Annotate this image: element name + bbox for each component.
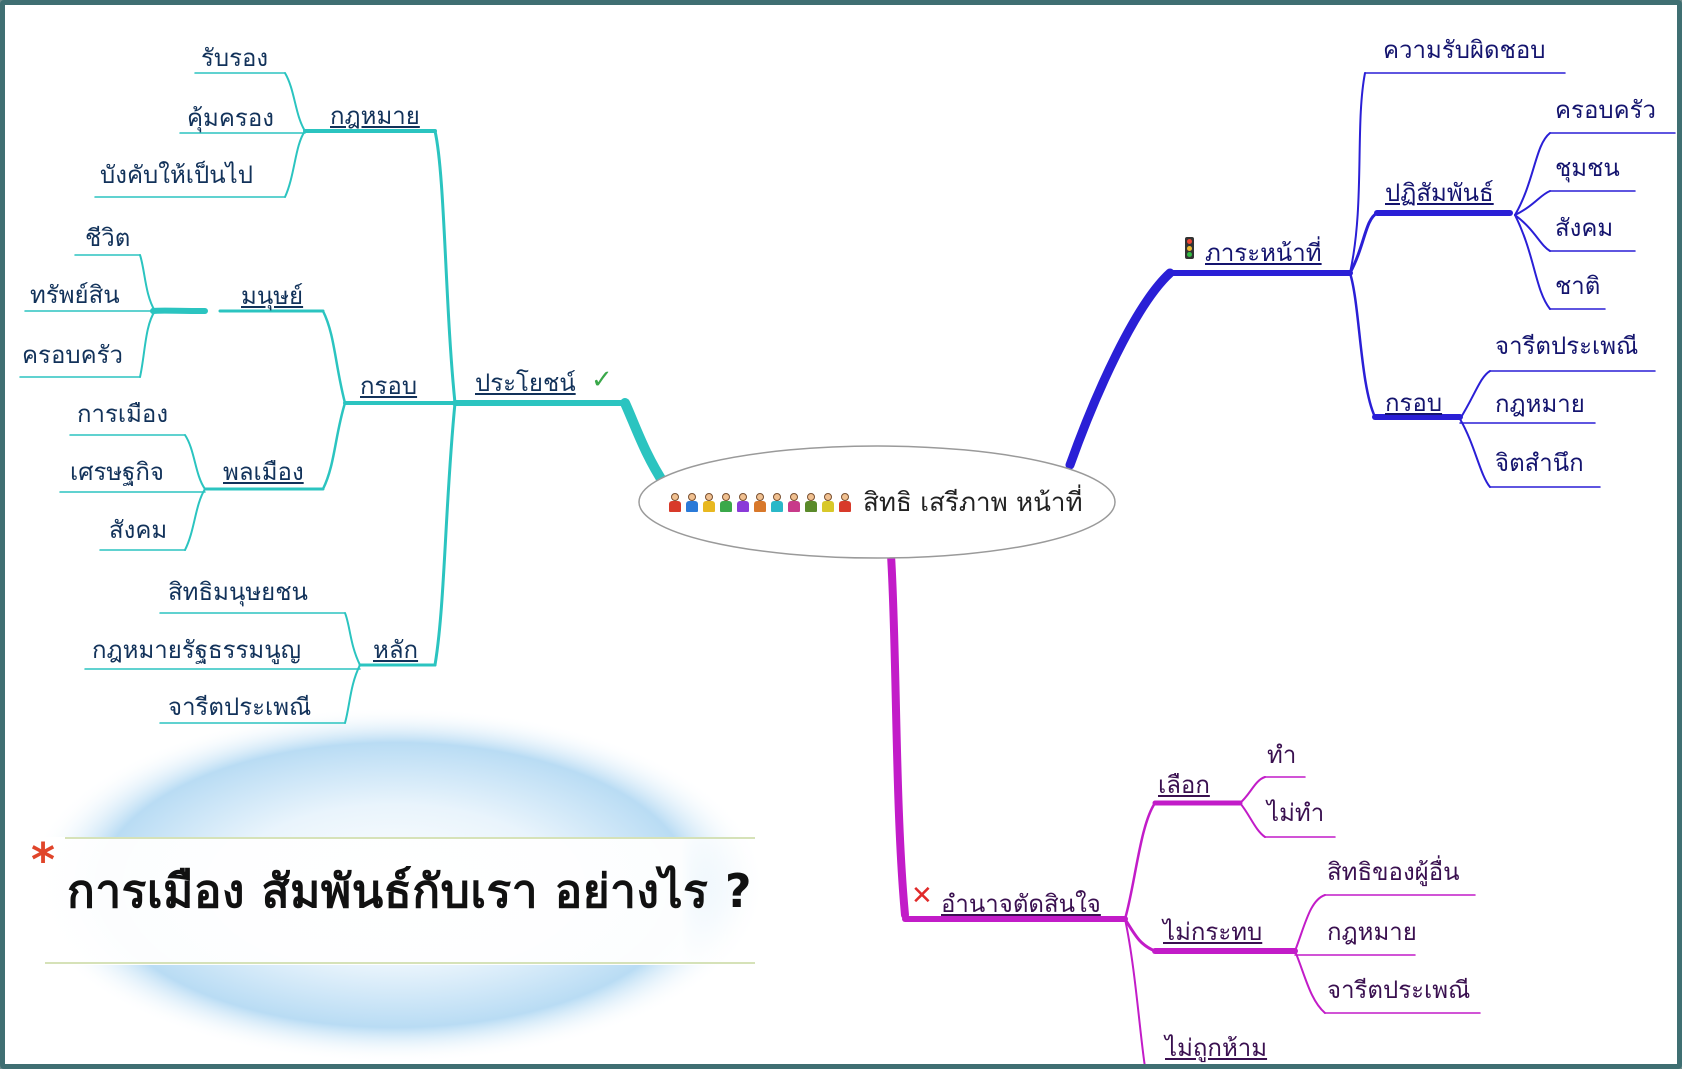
mai-krathop-item-3[interactable]: จารีตประเพณี (1327, 976, 1471, 1004)
person-figure (735, 493, 751, 513)
lueak-item-2[interactable]: ไม่ทำ (1267, 799, 1325, 827)
banner-cloud (25, 707, 765, 1063)
manut-item-2[interactable]: ทรัพย์สิน (30, 281, 120, 309)
patisamphan-item-4[interactable]: ชาติ (1555, 272, 1601, 300)
central-node-ellipse (638, 445, 1116, 559)
person-figure (769, 493, 785, 513)
manut-item-3[interactable]: ครอบครัว (22, 341, 124, 369)
phonmueang-node[interactable]: พลเมือง (223, 458, 304, 486)
right-bottom-branch-label[interactable]: อำนาจตัดสินใจ (941, 890, 1101, 918)
patisamphan-node[interactable]: ปฏิสัมพันธ์ (1385, 179, 1494, 207)
right-top-branch-lines (1065, 72, 1676, 488)
kotmai-item-3[interactable]: บังคับให้เป็นไป (100, 161, 253, 189)
left-branch-label[interactable]: ประโยชน์ (475, 369, 576, 397)
person-figure (820, 493, 836, 513)
traffic-light-icon (1185, 237, 1194, 259)
patisamphan-item-3[interactable]: สังคม (1555, 214, 1614, 242)
banner-asterisk: * (31, 833, 56, 887)
mindmap-connectors (19, 72, 1676, 1064)
manut-item-1[interactable]: ชีวิต (85, 224, 131, 252)
krob-node[interactable]: กรอบ (360, 372, 418, 400)
person-figure (667, 493, 683, 513)
lueak-item-1[interactable]: ทำ (1267, 741, 1297, 769)
mai-krathop-item-2[interactable]: กฎหมาย (1327, 918, 1417, 946)
person-figure (701, 493, 717, 513)
lak-node[interactable]: หลัก (373, 636, 419, 664)
lak-item-1[interactable]: สิทธิมนุษยชน (168, 578, 308, 606)
lueak-node[interactable]: เลือก (1158, 771, 1210, 799)
kotmai-item-1[interactable]: รับรอง (201, 44, 269, 72)
right-krob-item-3[interactable]: จิตสำนึก (1495, 449, 1584, 477)
right-krob-item-2[interactable]: กฎหมาย (1495, 390, 1585, 418)
person-figure (803, 493, 819, 513)
phonmueang-item-3[interactable]: สังคม (109, 516, 168, 544)
checkmark-icon: ✓ (591, 365, 613, 395)
person-figure (752, 493, 768, 513)
manut-node[interactable]: มนุษย์ (241, 282, 304, 310)
person-figure (718, 493, 734, 513)
left-branch-lines (19, 72, 670, 724)
person-figure (837, 493, 853, 513)
not-prohibited-item[interactable]: ไม่ถูกห้าม (1165, 1034, 1268, 1062)
right-krob-item-1[interactable]: จารีตประเพณี (1495, 332, 1639, 360)
person-figure (786, 493, 802, 513)
patisamphan-item-1[interactable]: ครอบครัว (1555, 96, 1657, 124)
responsibility-item[interactable]: ความรับผิดชอบ (1383, 36, 1546, 64)
person-figure (684, 493, 700, 513)
lak-item-2[interactable]: กฎหมายรัฐธรรมนูญ (92, 636, 302, 664)
central-title[interactable]: สิทธิ เสรีภาพ หน้าที่ (863, 488, 1083, 518)
kotmai-item-2[interactable]: คุ้มครอง (187, 104, 274, 132)
phonmueang-item-2[interactable]: เศรษฐกิจ (70, 458, 164, 486)
kotmai-node[interactable]: กฎหมาย (330, 102, 420, 130)
phonmueang-item-1[interactable]: การเมือง (77, 400, 169, 428)
banner-title: การเมือง สัมพันธ์กับเรา อย่างไร ? (67, 864, 753, 918)
cross-icon: ✕ (911, 881, 933, 911)
right-bottom-branch-lines (887, 551, 1481, 1064)
patisamphan-item-2[interactable]: ชุมชน (1555, 154, 1620, 182)
people-icon (667, 493, 857, 513)
right-krob-node[interactable]: กรอบ (1385, 389, 1443, 417)
right-top-branch-label[interactable]: ภาระหน้าที่ (1205, 239, 1322, 267)
mai-krathop-node[interactable]: ไม่กระทบ (1163, 918, 1263, 946)
lak-item-3[interactable]: จารีตประเพณี (168, 693, 312, 721)
mai-krathop-item-1[interactable]: สิทธิของผู้อื่น (1327, 858, 1460, 886)
